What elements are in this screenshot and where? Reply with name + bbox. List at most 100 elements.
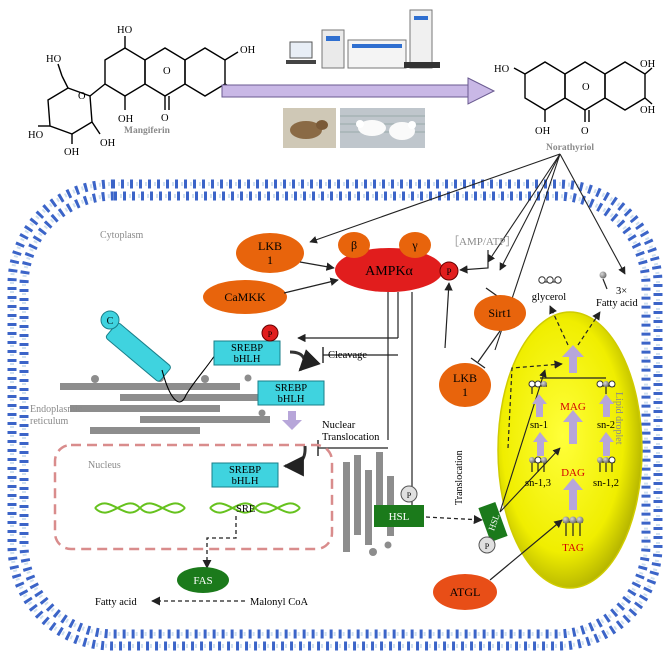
phospho-srebp-icon: P [261,324,279,342]
cleavage-arrow [289,349,321,372]
svg-text:O: O [581,126,589,137]
nucleus: Nucleus [53,443,334,551]
vesicle-stacks [343,452,394,556]
norathyriol-name: Norathyriol [546,143,594,153]
svg-text:sn-1,3: sn-1,3 [525,478,551,489]
er-label: Endoplasmic reticulum [30,404,85,427]
lipolysis-output-arrows [507,305,601,449]
lkb1-right: LKB 1 [439,363,491,407]
svg-text:bHLH: bHLH [234,354,261,365]
svg-text:HO: HO [117,25,133,36]
svg-text:DAG: DAG [561,467,585,479]
svg-text:C: C [107,316,114,327]
atgl-node: ATGL [433,574,497,610]
svg-text:OH: OH [640,59,656,70]
mice-photos [283,108,425,148]
fatty-acid-label-bottom: Fatty acid [95,597,137,608]
srebp-nuclear: SREBP bHLH [211,462,279,488]
lkb1-left: LKB 1 [236,233,304,273]
svg-text:ATGL: ATGL [450,585,481,599]
mag-group: MAG sn-1 sn-2 [528,380,616,431]
svg-text:HO: HO [28,130,44,141]
purple-up-arrows [532,345,614,510]
ampk-inhibition-lines [297,292,420,509]
svg-text:OH: OH [240,45,256,56]
ampk-beta-node: β [338,232,370,258]
srebp-precursor: C [100,310,216,403]
sirt1-node: Sirt1 [474,295,526,331]
svg-text:bHLH: bHLH [278,394,305,405]
svg-text:OH: OH [64,147,80,158]
dag-group: DAG sn-1,3 sn-1,2 [525,456,619,489]
svg-text:O: O [582,82,590,93]
camkk-node: CaMKK [203,280,287,314]
svg-text:P: P [407,491,412,500]
svg-text:HSL: HSL [389,511,410,523]
srebp-cleaved: SREBP bHLH [213,340,281,366]
mangiferin-structure [38,36,239,144]
fas-node: FAS [177,567,229,593]
cell-membrane [7,179,663,651]
svg-text:O: O [161,113,169,124]
translocation-arrow-purple [282,411,302,430]
malonyl-coa-label: Malonyl CoA [250,597,308,608]
nuclear-entry-arrow [282,445,307,477]
sre-to-fas-line [202,516,237,569]
cytoplasm-label: Cytoplasm [100,230,144,241]
svg-text:HO: HO [46,54,62,65]
ampk-activation-arrows [283,250,489,349]
ampk-gamma-node: γ [399,232,431,258]
svg-text:FAS: FAS [193,575,212,587]
hsl-membrane: HSL [478,502,508,542]
svg-text:1: 1 [462,385,468,399]
svg-text:sn-1,2: sn-1,2 [593,478,619,489]
phospho-hsl-icon: P [400,485,418,503]
hsl-action-lines [499,369,561,513]
lipid-droplet-label: Lipid droplet [613,392,624,445]
tag-group: TAG [562,516,584,554]
svg-text:LKB: LKB [453,371,477,385]
svg-text:OH: OH [640,105,656,116]
svg-text:OH: OH [118,114,134,125]
svg-text:3×: 3× [616,286,627,297]
atgl-arrow [489,519,563,581]
hplc-instrument [286,9,440,69]
translocation-label: Translocation [454,450,465,505]
svg-text:sn-2: sn-2 [597,420,615,431]
svg-text:O: O [78,91,86,102]
fatty-acid-output: 3× Fatty acid [596,271,638,309]
svg-text:sn-1: sn-1 [530,420,548,431]
svg-text:P: P [485,542,490,551]
svg-text:OH: OH [535,126,551,137]
sre-label: SRE [236,504,255,515]
glycerol-output: glycerol [532,276,566,303]
hsl-translocation-arrow [425,515,483,525]
svg-text:HO: HO [494,64,510,75]
svg-text:1: 1 [267,253,273,267]
hsl-node: HSL [374,505,424,527]
svg-text:SREBP: SREBP [275,383,307,394]
amp-atp-label: ［AMP/ATP］ [448,235,516,248]
cleavage-label: Cleavage [328,350,367,361]
dna-helix-left [94,502,186,514]
norathyriol-structure [513,61,653,122]
svg-text:AMPKα: AMPKα [365,264,413,279]
svg-text:TAG: TAG [562,542,584,554]
svg-text:P: P [268,330,273,339]
mangiferin-name: Mangiferin [124,126,171,136]
svg-text:OH: OH [100,138,116,149]
svg-text:β: β [351,238,357,252]
nuclear-translocation-label: Nuclear Translocation [322,420,380,443]
svg-text:P: P [446,267,451,277]
srebp-mature: SREBP bHLH [257,380,325,406]
svg-text:LKB: LKB [258,239,282,253]
svg-text:SREBP: SREBP [229,465,261,476]
ampk-alpha-node: AMPKα [335,248,443,292]
svg-text:Nucleus: Nucleus [88,460,121,471]
svg-text:CaMKK: CaMKK [224,290,266,304]
phospho-hsl-droplet-icon: P [478,536,496,554]
svg-text:Sirt1: Sirt1 [488,306,511,320]
svg-text:γ: γ [411,238,418,252]
norathyriol-labels: HO OH O O OH OH Norathyriol [494,59,656,153]
